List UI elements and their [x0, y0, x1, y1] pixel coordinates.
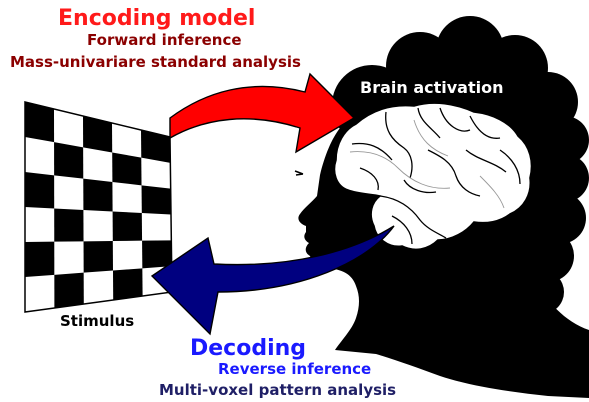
checker-cell	[83, 116, 113, 153]
checker-cell	[25, 172, 55, 209]
brain-activation-label: Brain activation	[360, 78, 504, 97]
checker-cell	[141, 185, 171, 215]
mass-univariate-analysis-label: Mass-univariare standard analysis	[10, 53, 301, 71]
checker-cell	[142, 240, 172, 269]
multi-voxel-pattern-analysis-label: Multi-voxel pattern analysis	[159, 381, 397, 399]
reverse-inference-label: Reverse inference	[218, 360, 372, 378]
forward-inference-arrow-icon	[169, 72, 356, 154]
stimulus-checkerboard-icon	[24, 101, 173, 313]
checker-cell	[25, 241, 55, 277]
checker-cell	[112, 211, 143, 241]
stimulus-label: Stimulus	[60, 312, 135, 330]
checker-cell	[112, 152, 142, 186]
brain-icon	[333, 102, 533, 251]
reverse-inference-arrow-icon	[150, 225, 395, 336]
encoding-model-title: Encoding model	[58, 6, 256, 31]
checker-cell	[54, 272, 84, 308]
forward-inference-label: Forward inference	[87, 31, 242, 49]
checker-cell	[113, 268, 143, 300]
checker-cell	[25, 102, 55, 143]
checker-cell	[54, 208, 84, 242]
checker-cell	[141, 130, 171, 163]
checker-cell	[54, 142, 84, 179]
checker-cell	[83, 178, 113, 212]
decoding-title: Decoding	[190, 336, 307, 361]
checker-cell	[83, 241, 113, 273]
